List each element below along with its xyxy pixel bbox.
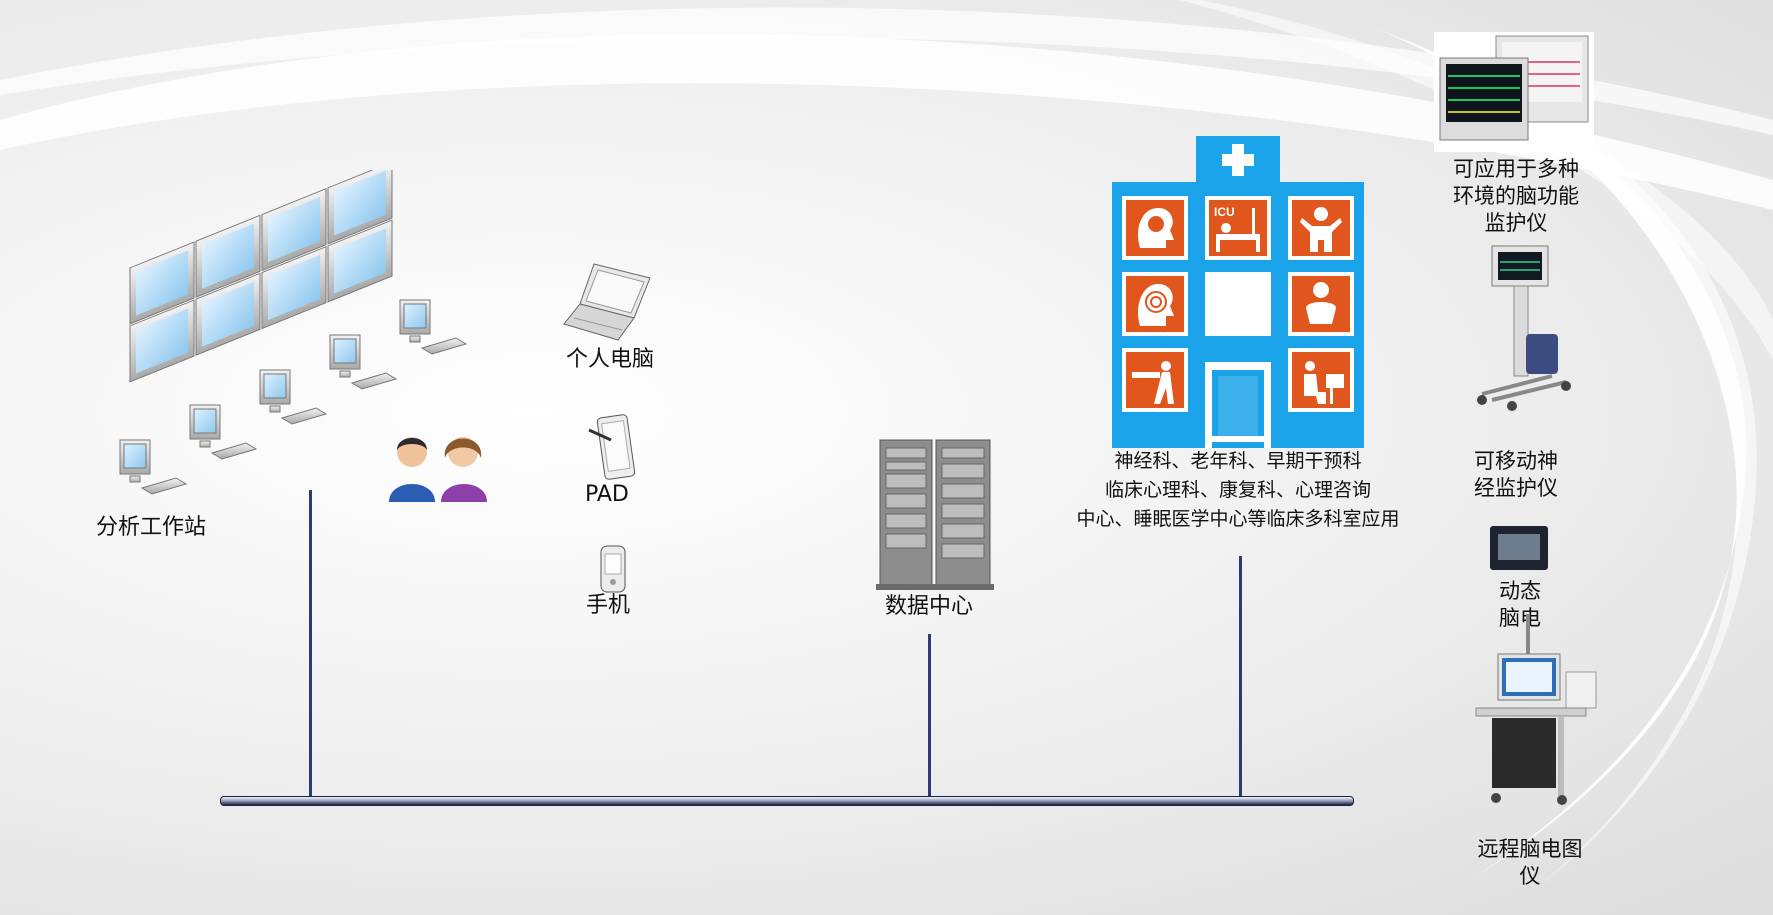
monitor-label-line-2: 环境的脑功能 [1453,184,1579,208]
mobile-label-line-1: 可移动神 [1474,449,1558,473]
ambulatory-label-line-2: 脑电 [1499,606,1541,630]
remote-eeg-station-icon [1475,614,1597,805]
mobile-label-line-2: 经监护仪 [1474,476,1558,500]
network-bus [220,796,1354,806]
tablet-icon [588,414,636,480]
ambulatory-eeg-icon [1490,526,1548,570]
monitor-label-line-3: 监护仪 [1484,211,1548,235]
workstation-label: 分析工作站 [96,515,207,540]
department-line-3: 中心、睡眠医学中心等临床多科室应用 [1076,508,1400,530]
pad-label: PAD [585,482,629,507]
hospital-building-icon: ICU [1112,136,1364,448]
hospital-connector-line [1239,556,1242,798]
data-center-label: 数据中心 [885,594,974,619]
phone-icon [600,545,626,593]
data-center-connector-line [928,634,931,798]
workstation-connector-line [309,490,312,798]
phone-label: 手机 [586,593,631,618]
department-line-2: 临床心理科、康复科、心理咨询 [1104,479,1371,501]
icu-text: ICU [1214,205,1235,219]
video-wall-icon [119,170,468,495]
remote-label-line-2: 仪 [1519,864,1541,888]
monitor-label-line-1: 可应用于多种 [1453,157,1579,181]
pc-label: 个人电脑 [566,347,655,372]
department-line-1: 神经科、老年科、早期干预科 [1114,450,1362,472]
users-icon [389,437,487,502]
laptop-icon [563,263,651,341]
mobile-monitor-cart-icon [1477,245,1571,411]
server-rack-icon [876,439,994,590]
remote-label-line-1: 远程脑电图 [1477,837,1583,861]
ambulatory-label-line-1: 动态 [1499,579,1541,603]
brain-monitor-icon [1434,32,1594,152]
